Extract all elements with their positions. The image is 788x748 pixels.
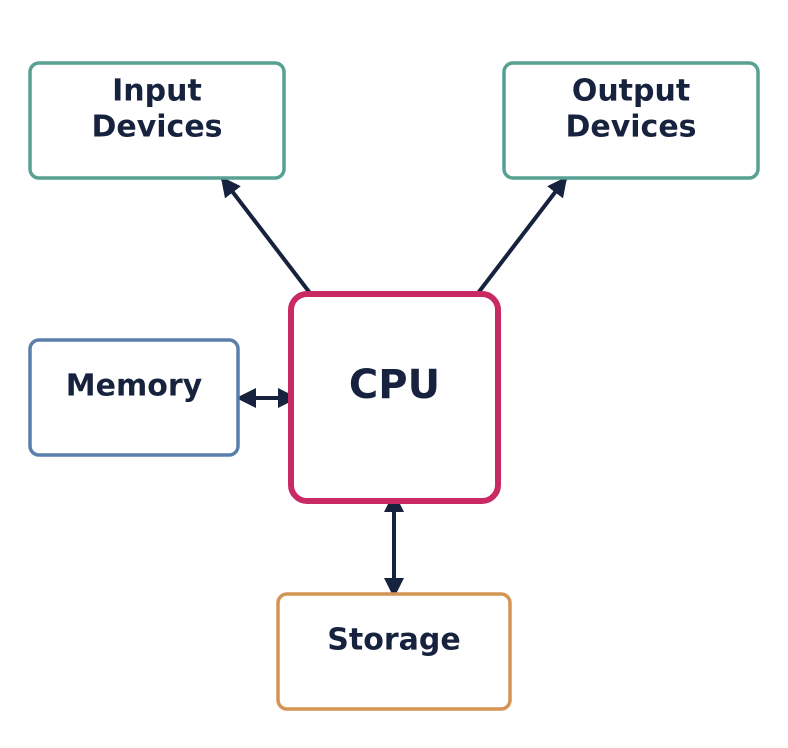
node-label-memory: Memory [66, 369, 203, 404]
node-box-cpu [288, 291, 501, 504]
node-box-output [502, 61, 760, 180]
node-label-cpu: CPU [349, 362, 440, 408]
node-label-output: Devices [565, 110, 696, 145]
node-box-memory [28, 338, 240, 457]
node-storage: Storage [276, 592, 512, 711]
node-box-input [28, 61, 286, 180]
node-cpu: CPU [288, 291, 501, 504]
node-label-storage: Storage [327, 623, 460, 658]
node-label-output: Output [572, 74, 690, 109]
node-label-input: Input [112, 74, 202, 109]
node-memory: Memory [28, 338, 240, 457]
node-label-input: Devices [91, 110, 222, 145]
node-box-storage [276, 592, 512, 711]
